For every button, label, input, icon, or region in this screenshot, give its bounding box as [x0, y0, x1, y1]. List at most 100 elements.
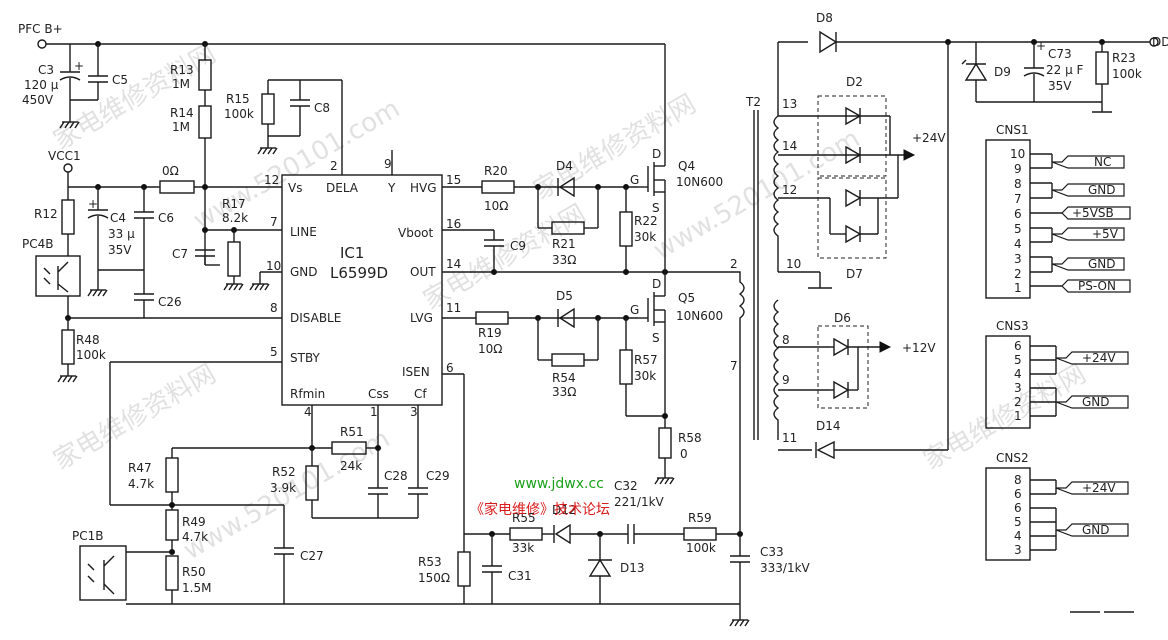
cns3-pin: 2 — [1014, 395, 1022, 409]
c29-ref: C29 — [426, 469, 450, 483]
resistor-r13-r14: R13 1M R14 1M — [170, 44, 212, 265]
cns1-pin: 6 — [1014, 207, 1022, 221]
r23-ref: R23 — [1112, 51, 1136, 65]
cns2-pin: 6 — [1014, 501, 1022, 515]
pin-num: 5 — [270, 345, 278, 359]
c3-plus: + — [74, 59, 84, 73]
cns1-pin: 7 — [1014, 192, 1022, 206]
r13-value: 1M — [172, 77, 190, 91]
r50-value: 1.5M — [182, 581, 211, 595]
cns2-label: +24V — [1082, 481, 1116, 495]
q5-source: S — [652, 331, 660, 345]
cns3-label: GND — [1082, 395, 1110, 409]
q4-ref: Q4 — [678, 159, 695, 173]
optocoupler-pc4b: PC4B C26 R48 100k — [22, 237, 282, 383]
r19-ref: R19 — [478, 326, 502, 340]
pin-num: 4 — [304, 405, 312, 419]
c33-ref: C33 — [760, 545, 784, 559]
pin-stby: STBY — [290, 351, 321, 365]
q4-gate: G — [630, 173, 639, 187]
rail-12v: +12V — [902, 341, 936, 355]
pin-lvg: LVG — [410, 311, 433, 325]
cns3-pin: 1 — [1014, 409, 1022, 423]
c26-ref: C26 — [158, 295, 182, 309]
d12-ref: D12 — [552, 503, 577, 517]
cns2-pin: 5 — [1014, 515, 1022, 529]
r21-ref: R21 — [552, 237, 576, 251]
sec-pin: 11 — [782, 431, 797, 445]
c31-ref: C31 — [508, 569, 532, 583]
pin-vboot: Vboot — [398, 226, 434, 240]
cns2-pin: 4 — [1014, 529, 1022, 543]
r12-ref: R12 — [34, 207, 58, 221]
cns1-pin: 5 — [1014, 222, 1022, 236]
resistor-r17-c7: R17 8.2k C7 — [172, 197, 282, 291]
c8-ref: C8 — [314, 101, 330, 115]
cns3-title: CNS3 — [996, 319, 1029, 333]
pin-num: 6 — [446, 361, 454, 375]
capacitor-c4-c6: + C4 33 μ 35V C6 — [87, 187, 174, 297]
connector-cns2: CNS2 8 6 6 5 4 3 +24V GND — [985, 451, 1134, 613]
t2-ref: T2 — [745, 95, 761, 109]
c3-ref: C3 — [38, 63, 54, 77]
high-side-drive: R20 10Ω R21 33Ω D4 R22 30k C9 G D S Q4 1… — [442, 44, 735, 275]
pc4b-ref: PC4B — [22, 237, 53, 251]
connector-cns3: CNS3 6 5 4 3 2 1 +24V GND — [985, 319, 1129, 429]
r53-value: 150Ω — [418, 571, 450, 585]
r21-value: 33Ω — [552, 253, 576, 267]
c9-ref: C9 — [510, 239, 526, 253]
pin-num: 10 — [266, 259, 281, 273]
r22-value: 30k — [634, 230, 656, 244]
c4-ref: C4 — [110, 211, 126, 225]
primary-pin: 2 — [730, 257, 738, 271]
capacitor-c3: + C3 120 μ 450V — [22, 44, 84, 129]
pin-isen: ISEN — [402, 365, 430, 379]
c4-voltage: 35V — [108, 243, 132, 257]
cns1-pin: 10 — [1010, 147, 1025, 161]
cns1-label: GND — [1088, 183, 1116, 197]
rail-24v: +24V — [912, 131, 946, 145]
r13-ref: R13 — [170, 63, 194, 77]
current-sense-network: R53 150Ω C31 R55 33k D12 D13 C32 221/1kV… — [418, 320, 811, 627]
r52-ref: R52 — [272, 465, 296, 479]
q4-drain: D — [652, 147, 661, 161]
c28-ref: C28 — [384, 469, 408, 483]
d4-ref: D4 — [556, 159, 573, 173]
q5-gate: G — [630, 303, 639, 317]
pin-num: 16 — [446, 217, 461, 231]
pfc-rail: PFC B+ — [18, 22, 665, 49]
resistor-r15-c8: R15 100k C8 — [224, 79, 343, 174]
r48-ref: R48 — [76, 333, 100, 347]
cns3-pin: 5 — [1014, 353, 1022, 367]
connector-cns1: CNS1 10 9 8 7 6 5 4 3 2 1 NC GND +5VSB +… — [985, 123, 1131, 299]
pin-num: 14 — [446, 257, 461, 271]
cns1-label: GND — [1088, 257, 1116, 271]
r22-ref: R22 — [634, 214, 658, 228]
d6-ref: D6 — [834, 311, 851, 325]
r20-value: 10Ω — [484, 199, 508, 213]
cns3-pin: 4 — [1014, 367, 1022, 381]
q5-ref: Q5 — [678, 291, 695, 305]
pin-vs: Vs — [288, 181, 302, 195]
pin-dela: DELA — [326, 181, 359, 195]
cns3-pin: 3 — [1014, 381, 1022, 395]
pin-disable: DISABLE — [290, 311, 341, 325]
sec-pin: 9 — [782, 373, 790, 387]
pin-num: 9 — [384, 157, 392, 171]
r58-ref: R58 — [678, 431, 702, 445]
ic-part: L6599D — [330, 264, 388, 282]
sec-pin: 8 — [782, 333, 790, 347]
r57-value: 30k — [634, 369, 656, 383]
vcc1-section: VCC1 R12 0Ω — [34, 149, 282, 256]
cns1-label: NC — [1094, 155, 1111, 169]
pin-num: 3 — [410, 405, 418, 419]
r59-ref: R59 — [688, 511, 712, 525]
cns1-title: CNS1 — [996, 123, 1029, 137]
watermark: www.520101.com — [189, 94, 406, 236]
r47-ref: R47 — [128, 461, 152, 475]
r51-value: 24k — [340, 459, 362, 473]
output-rectifiers: D8 DD D9 + C73 22 μ F 35V R23 100k D2 +2… — [777, 11, 1168, 460]
cns1-pin: 8 — [1014, 177, 1022, 191]
d9-ref: D9 — [994, 65, 1011, 79]
cns1-label: +5VSB — [1072, 206, 1114, 220]
